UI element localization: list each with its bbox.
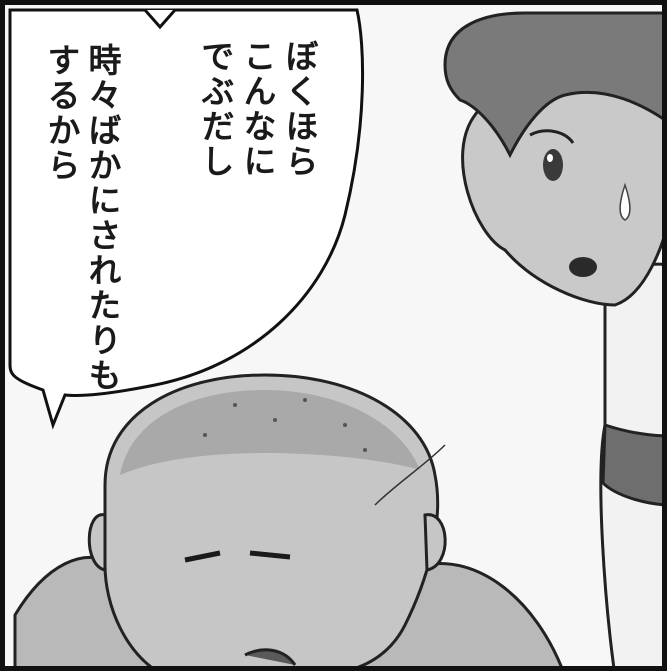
speech-line-2: こんなに (238, 39, 277, 179)
speech-line-1: ぼくほら (280, 39, 319, 179)
speech-bubble-shape (8, 8, 365, 430)
boy-character (443, 11, 662, 666)
speech-line-3: でぶだし (196, 39, 235, 179)
speech-line-4: 時々ばかにされたりも (83, 43, 122, 393)
speech-line-5: するから (42, 43, 81, 183)
panel-artwork (5, 5, 662, 666)
bald-boy-character (13, 373, 563, 666)
